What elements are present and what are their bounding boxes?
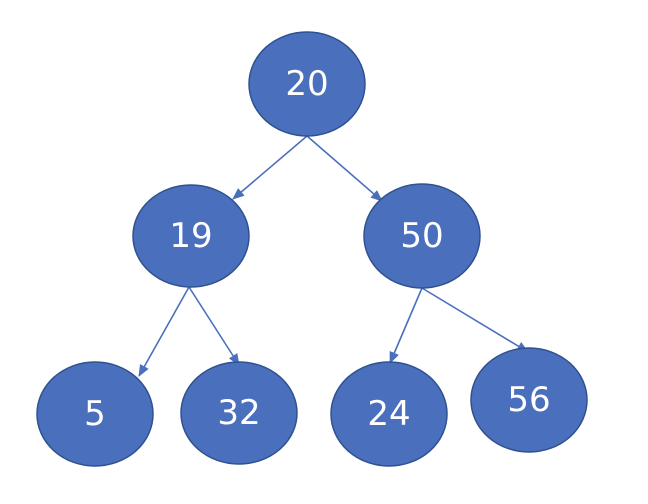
node-label: 20 — [285, 64, 328, 104]
edges — [138, 135, 529, 377]
edge-19-32 — [188, 286, 240, 366]
edge-20-50 — [306, 135, 383, 202]
tree-node-56: 56 — [470, 347, 588, 453]
node-circle — [132, 184, 250, 288]
tree-node-50: 50 — [363, 183, 481, 289]
tree-node-19: 19 — [132, 184, 250, 288]
edge-50-24 — [389, 287, 423, 364]
node-label: 32 — [217, 393, 260, 433]
edge-50-56 — [421, 287, 529, 353]
node-circle — [330, 361, 448, 467]
edge-19-5 — [138, 286, 190, 377]
tree-node-24: 24 — [330, 361, 448, 467]
node-label: 50 — [400, 216, 443, 256]
node-circle — [248, 31, 366, 137]
tree-node-5: 5 — [36, 361, 154, 467]
node-label: 19 — [169, 216, 212, 256]
node-label: 56 — [507, 380, 550, 420]
node-circle — [36, 361, 154, 467]
node-label: 24 — [367, 394, 410, 434]
tree-node-20: 20 — [248, 31, 366, 137]
node-circle — [470, 347, 588, 453]
node-label: 5 — [84, 394, 106, 434]
node-circle — [363, 183, 481, 289]
tree-node-32: 32 — [180, 361, 298, 465]
node-circle — [180, 361, 298, 465]
edge-20-19 — [232, 135, 308, 200]
